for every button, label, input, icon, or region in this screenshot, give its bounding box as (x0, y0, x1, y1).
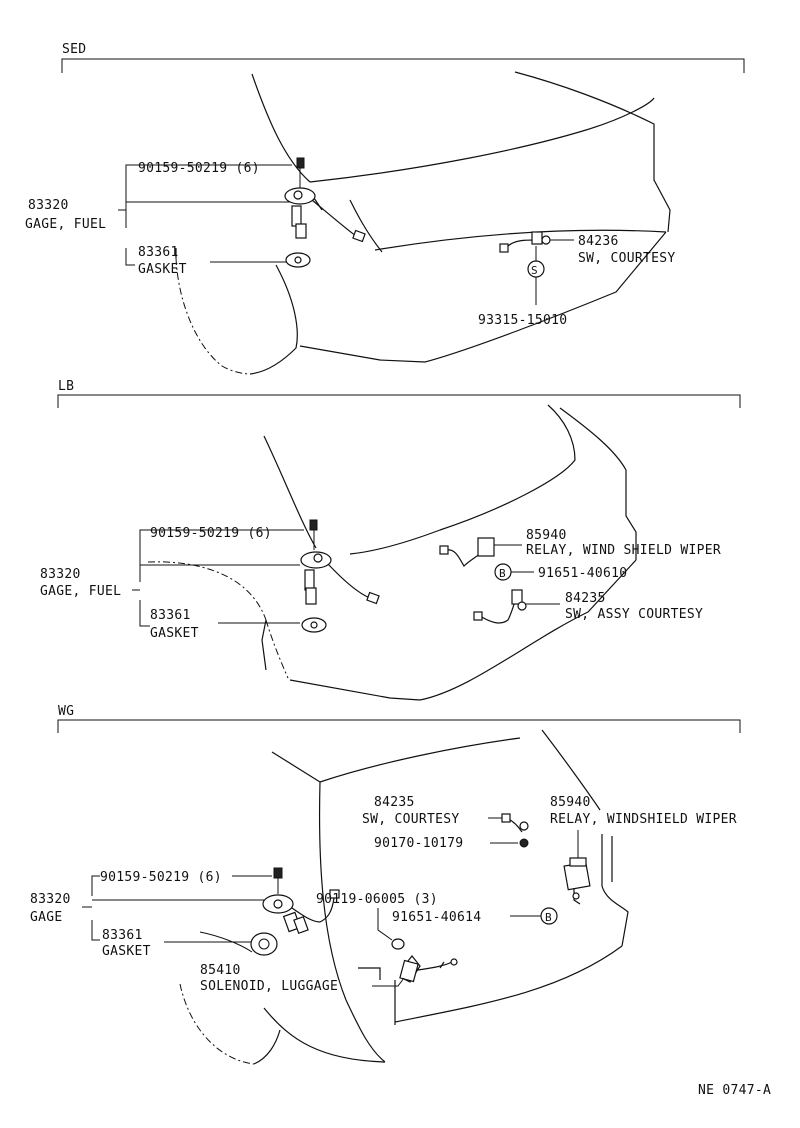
sed-gage-number: 83320 (28, 198, 69, 213)
wg-gage-number: 83320 (30, 892, 71, 907)
sed-switch-number: 84236 (578, 234, 619, 249)
lb-gasket-number: 83361 (150, 608, 191, 623)
sed-gasket-number: 83361 (138, 245, 179, 260)
lb-fuel-gage-callout: 90159-50219 (6) 83320 GAGE, FUEL 83361 G… (40, 526, 304, 641)
section-title-sed: SED (62, 42, 86, 57)
lb-relay-number: 85940 (526, 528, 567, 543)
lb-relay-name: RELAY, WIND SHIELD WIPER (526, 543, 721, 558)
wg-screw-label: 90159-50219 (6) (100, 870, 222, 885)
lb-switch-number: 84235 (565, 591, 606, 606)
wg-relay-name: RELAY, WINDSHIELD WIPER (550, 812, 737, 827)
sed-s-mark-label: S (531, 264, 538, 277)
wg-wiper-relay: 85940 RELAY, WINDSHIELD WIPER B 91651-40… (392, 795, 737, 925)
sed-switch-name: SW, COURTESY (578, 251, 676, 266)
sed-screw-label: 90159-50219 (6) (138, 161, 260, 176)
lb-gasket-name: GASKET (150, 626, 199, 641)
wg-b-mark-label: B (545, 911, 552, 924)
wg-bolt3-label: 90119-06005 (3) (316, 892, 438, 907)
sed-fuel-gage-callout: 90159-50219 (6) 83320 GAGE, FUEL 83361 G… (25, 161, 292, 277)
wg-gasket-name: GASKET (102, 944, 151, 959)
wg-nut-label: 90170-10179 (374, 836, 463, 851)
wg-solenoid-name: SOLENOID, LUGGAGE (200, 979, 338, 994)
wg-fuel-gage-callout: 90159-50219 (6) 83320 GAGE 83361 GASKET (30, 870, 272, 959)
lb-body-outline (147, 404, 637, 701)
wg-body-outline (179, 729, 629, 1065)
wg-gasket-number: 83361 (102, 928, 143, 943)
footer-reference: NE 0747-A (698, 1083, 771, 1098)
lb-courtesy-switch: 84235 SW, ASSY COURTESY (473, 589, 703, 624)
lb-b-mark-label: B (499, 567, 506, 580)
section-bracket-lb (57, 394, 741, 408)
sed-gage-name: GAGE, FUEL (25, 217, 106, 232)
section-bracket-wg (57, 719, 741, 733)
sed-screw2-label: 93315-15010 (478, 313, 567, 328)
lb-bolt-label: 91651-40610 (538, 566, 627, 581)
sed-gasket-name: GASKET (138, 262, 187, 277)
section-title-lb: LB (58, 379, 74, 394)
lb-gage-number: 83320 (40, 567, 81, 582)
wg-solenoid-number: 85410 (200, 963, 241, 978)
lb-fuel-gage-part (300, 519, 380, 633)
section-bracket-sed (61, 58, 745, 73)
sed-fuel-gage-part (284, 157, 366, 268)
sed-courtesy-switch: 84236 SW, COURTESY S 93315-15010 (478, 231, 676, 328)
wg-switch-name: SW, COURTESY (362, 812, 460, 827)
section-wg: WG 84235 SW, COURTESY 90170 (30, 704, 741, 1065)
lb-screw-label: 90159-50219 (6) (150, 526, 272, 541)
section-lb: LB 90159-50219 (6) 83320 GAGE, FUEL 8336… (40, 379, 741, 701)
section-title-wg: WG (58, 704, 74, 719)
lb-gage-name: GAGE, FUEL (40, 584, 121, 599)
wg-relay-number: 85940 (550, 795, 591, 810)
sed-body-outline (175, 71, 671, 375)
wg-gage-name: GAGE (30, 910, 63, 925)
wg-courtesy-switch: 84235 SW, COURTESY 90170-10179 (362, 795, 529, 851)
wg-luggage-solenoid: 90119-06005 (3) 85410 SOLENOID, LUGGAGE (200, 892, 458, 994)
lb-switch-name: SW, ASSY COURTESY (565, 607, 703, 622)
wg-bolt-label: 91651-40614 (392, 910, 481, 925)
lb-wiper-relay: 85940 RELAY, WIND SHIELD WIPER B 91651-4… (439, 528, 721, 581)
wg-fuel-gage-part (250, 867, 340, 956)
wg-switch-number: 84235 (374, 795, 415, 810)
section-sed: SED 90159-50219 (6) 83320 GAGE, FUEL 83 (25, 42, 745, 375)
